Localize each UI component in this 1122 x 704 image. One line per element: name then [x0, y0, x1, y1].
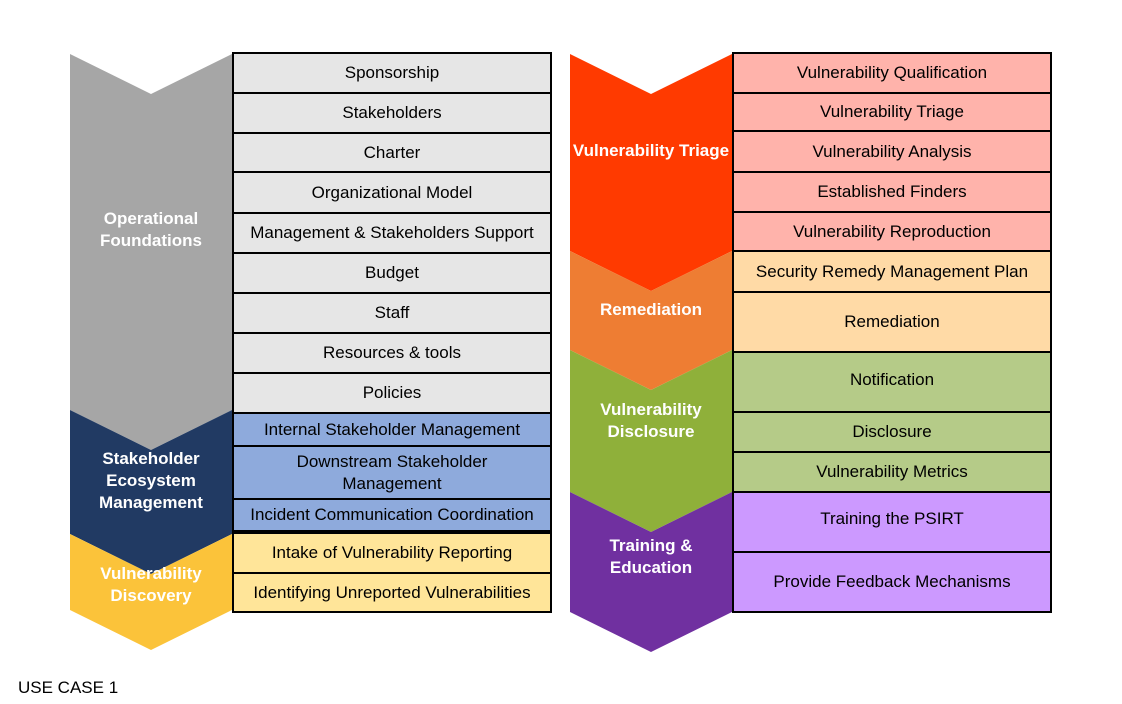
item-downstream-stakeholder-management: Downstream Stakeholder Management [232, 445, 552, 500]
item-provide-feedback-mechanisms: Provide Feedback Mechanisms [732, 551, 1052, 613]
chevron-vulnerability-triage [570, 54, 732, 291]
item-incident-communication-coordination: Incident Communication Coordination [232, 498, 552, 532]
category-label-operational-foundations: Operational Foundations [100, 209, 202, 250]
item-security-remedy-management-plan: Security Remedy Management Plan [732, 250, 1052, 293]
item-intake-of-vulnerability-reporting: Intake of Vulnerability Reporting [232, 532, 552, 574]
chevron-stakeholder-ecosystem-management [70, 410, 232, 574]
item-notification: Notification [732, 351, 1052, 413]
chevron-remediation [570, 251, 732, 390]
item-remediation: Remediation [732, 291, 1052, 353]
item-management-stakeholders-support: Management & Stakeholders Support [232, 212, 552, 254]
item-vulnerability-analysis: Vulnerability Analysis [732, 130, 1052, 173]
chevron-vulnerability-disclosure [570, 350, 732, 532]
item-charter: Charter [232, 132, 552, 174]
item-vulnerability-metrics: Vulnerability Metrics [732, 451, 1052, 493]
chevron-operational-foundations [70, 54, 232, 450]
item-disclosure: Disclosure [732, 411, 1052, 453]
item-policies: Policies [232, 372, 552, 414]
use-case-caption: USE CASE 1 [18, 678, 119, 697]
category-label-vulnerability-discovery: Vulnerability Discovery [100, 564, 202, 605]
item-sponsorship: Sponsorship [232, 52, 552, 94]
item-identifying-unreported-vulnerabilities: Identifying Unreported Vulnerabilities [232, 572, 552, 613]
item-established-finders: Established Finders [732, 171, 1052, 213]
item-training-the-psirt: Training the PSIRT [732, 491, 1052, 553]
item-vulnerability-reproduction: Vulnerability Reproduction [732, 211, 1052, 252]
category-label-vulnerability-triage: Vulnerability Triage [572, 141, 730, 160]
item-resources-tools: Resources & tools [232, 332, 552, 374]
item-staff: Staff [232, 292, 552, 334]
chevron-training-education [570, 492, 732, 652]
category-label-training-education: Training & Education [609, 536, 693, 577]
item-budget: Budget [232, 252, 552, 294]
category-label-vulnerability-disclosure: Vulnerability Disclosure [600, 400, 702, 441]
category-label-remediation: Remediation [599, 300, 703, 319]
item-organizational-model: Organizational Model [232, 171, 552, 214]
item-vulnerability-triage: Vulnerability Triage [732, 92, 1052, 132]
category-label-stakeholder-ecosystem-management: Stakeholder Ecosystem Management [99, 449, 203, 512]
item-vulnerability-qualification: Vulnerability Qualification [732, 52, 1052, 94]
item-stakeholders: Stakeholders [232, 92, 552, 134]
item-internal-stakeholder-management: Internal Stakeholder Management [232, 412, 552, 447]
chevron-vulnerability-discovery [70, 534, 232, 650]
